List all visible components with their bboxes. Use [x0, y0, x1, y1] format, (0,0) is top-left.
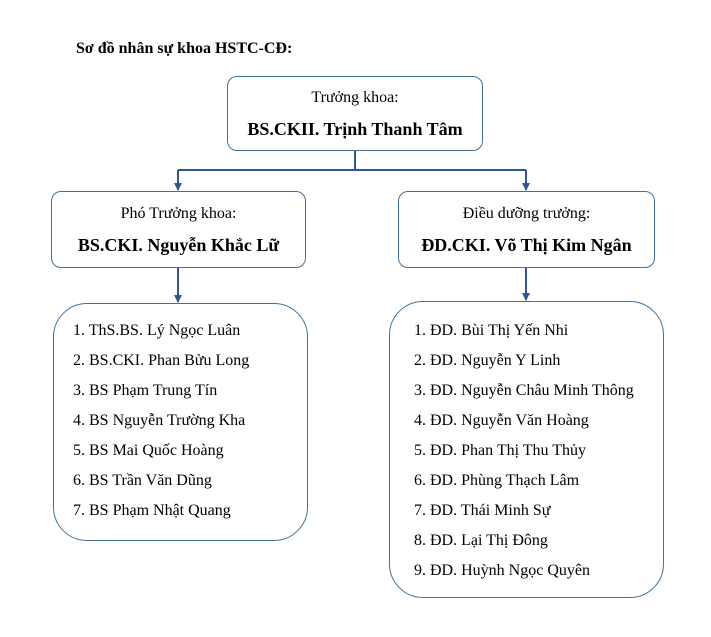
doctor-list: 1. ThS.BS. Lý Ngọc Luân 2. BS.CKI. Phan … — [73, 321, 249, 531]
nurse-item: 7. ĐD. Thái Minh Sự — [414, 502, 551, 519]
head-nurse-title: Điều dưỡng trưởng: — [462, 205, 591, 222]
nurse-item: 6. ĐD. Phùng Thạch Lâm — [414, 472, 580, 489]
head-nurse-name: ĐD.CKI. Võ Thị Kim Ngân — [421, 235, 632, 255]
doctor-item: 6. BS Trần Văn Dũng — [73, 472, 212, 489]
head-name: BS.CKII. Trịnh Thanh Tâm — [247, 119, 463, 139]
nurse-item: 9. ĐD. Huỳnh Ngọc Quyên — [414, 562, 590, 579]
head-of-department-box: Trưởng khoa: BS.CKII. Trịnh Thanh Tâm — [227, 76, 483, 151]
doctor-item: 2. BS.CKI. Phan Bửu Long — [73, 352, 250, 369]
doctor-list-box: 1. ThS.BS. Lý Ngọc Luân 2. BS.CKI. Phan … — [53, 303, 308, 541]
nurse-item: 5. ĐD. Phan Thị Thu Thủy — [414, 442, 587, 459]
head-nurse-box: Điều dưỡng trưởng: ĐD.CKI. Võ Thị Kim Ng… — [398, 191, 655, 268]
nurse-item: 8. ĐD. Lại Thị Đông — [414, 532, 548, 549]
nurse-list-box: 1. ĐD. Bùi Thị Yến Nhi 2. ĐD. Nguyễn Y L… — [389, 301, 664, 598]
doctor-item: 1. ThS.BS. Lý Ngọc Luân — [73, 322, 241, 339]
nurse-item: 2. ĐD. Nguyễn Y Linh — [414, 352, 561, 369]
doctor-item: 7. BS Phạm Nhật Quang — [73, 502, 231, 519]
deputy-name: BS.CKI. Nguyễn Khắc Lữ — [77, 235, 280, 255]
diagram-heading: Sơ đồ nhân sự khoa HSTC-CĐ: — [76, 40, 293, 57]
head-title: Trưởng khoa: — [311, 89, 399, 106]
doctor-item: 5. BS Mai Quốc Hoàng — [73, 442, 224, 459]
doctor-item: 4. BS Nguyễn Trường Kha — [73, 412, 246, 429]
doctor-item: 3. BS Phạm Trung Tín — [73, 382, 218, 399]
deputy-head-box: Phó Trưởng khoa: BS.CKI. Nguyễn Khắc Lữ — [51, 191, 306, 268]
nurse-item: 4. ĐD. Nguyễn Văn Hoàng — [414, 412, 589, 429]
deputy-title: Phó Trưởng khoa: — [120, 205, 237, 222]
nurse-item: 1. ĐD. Bùi Thị Yến Nhi — [414, 322, 569, 339]
nurse-item: 3. ĐD. Nguyễn Châu Minh Thông — [414, 382, 634, 399]
nurse-list: 1. ĐD. Bùi Thị Yến Nhi 2. ĐD. Nguyễn Y L… — [414, 321, 634, 591]
